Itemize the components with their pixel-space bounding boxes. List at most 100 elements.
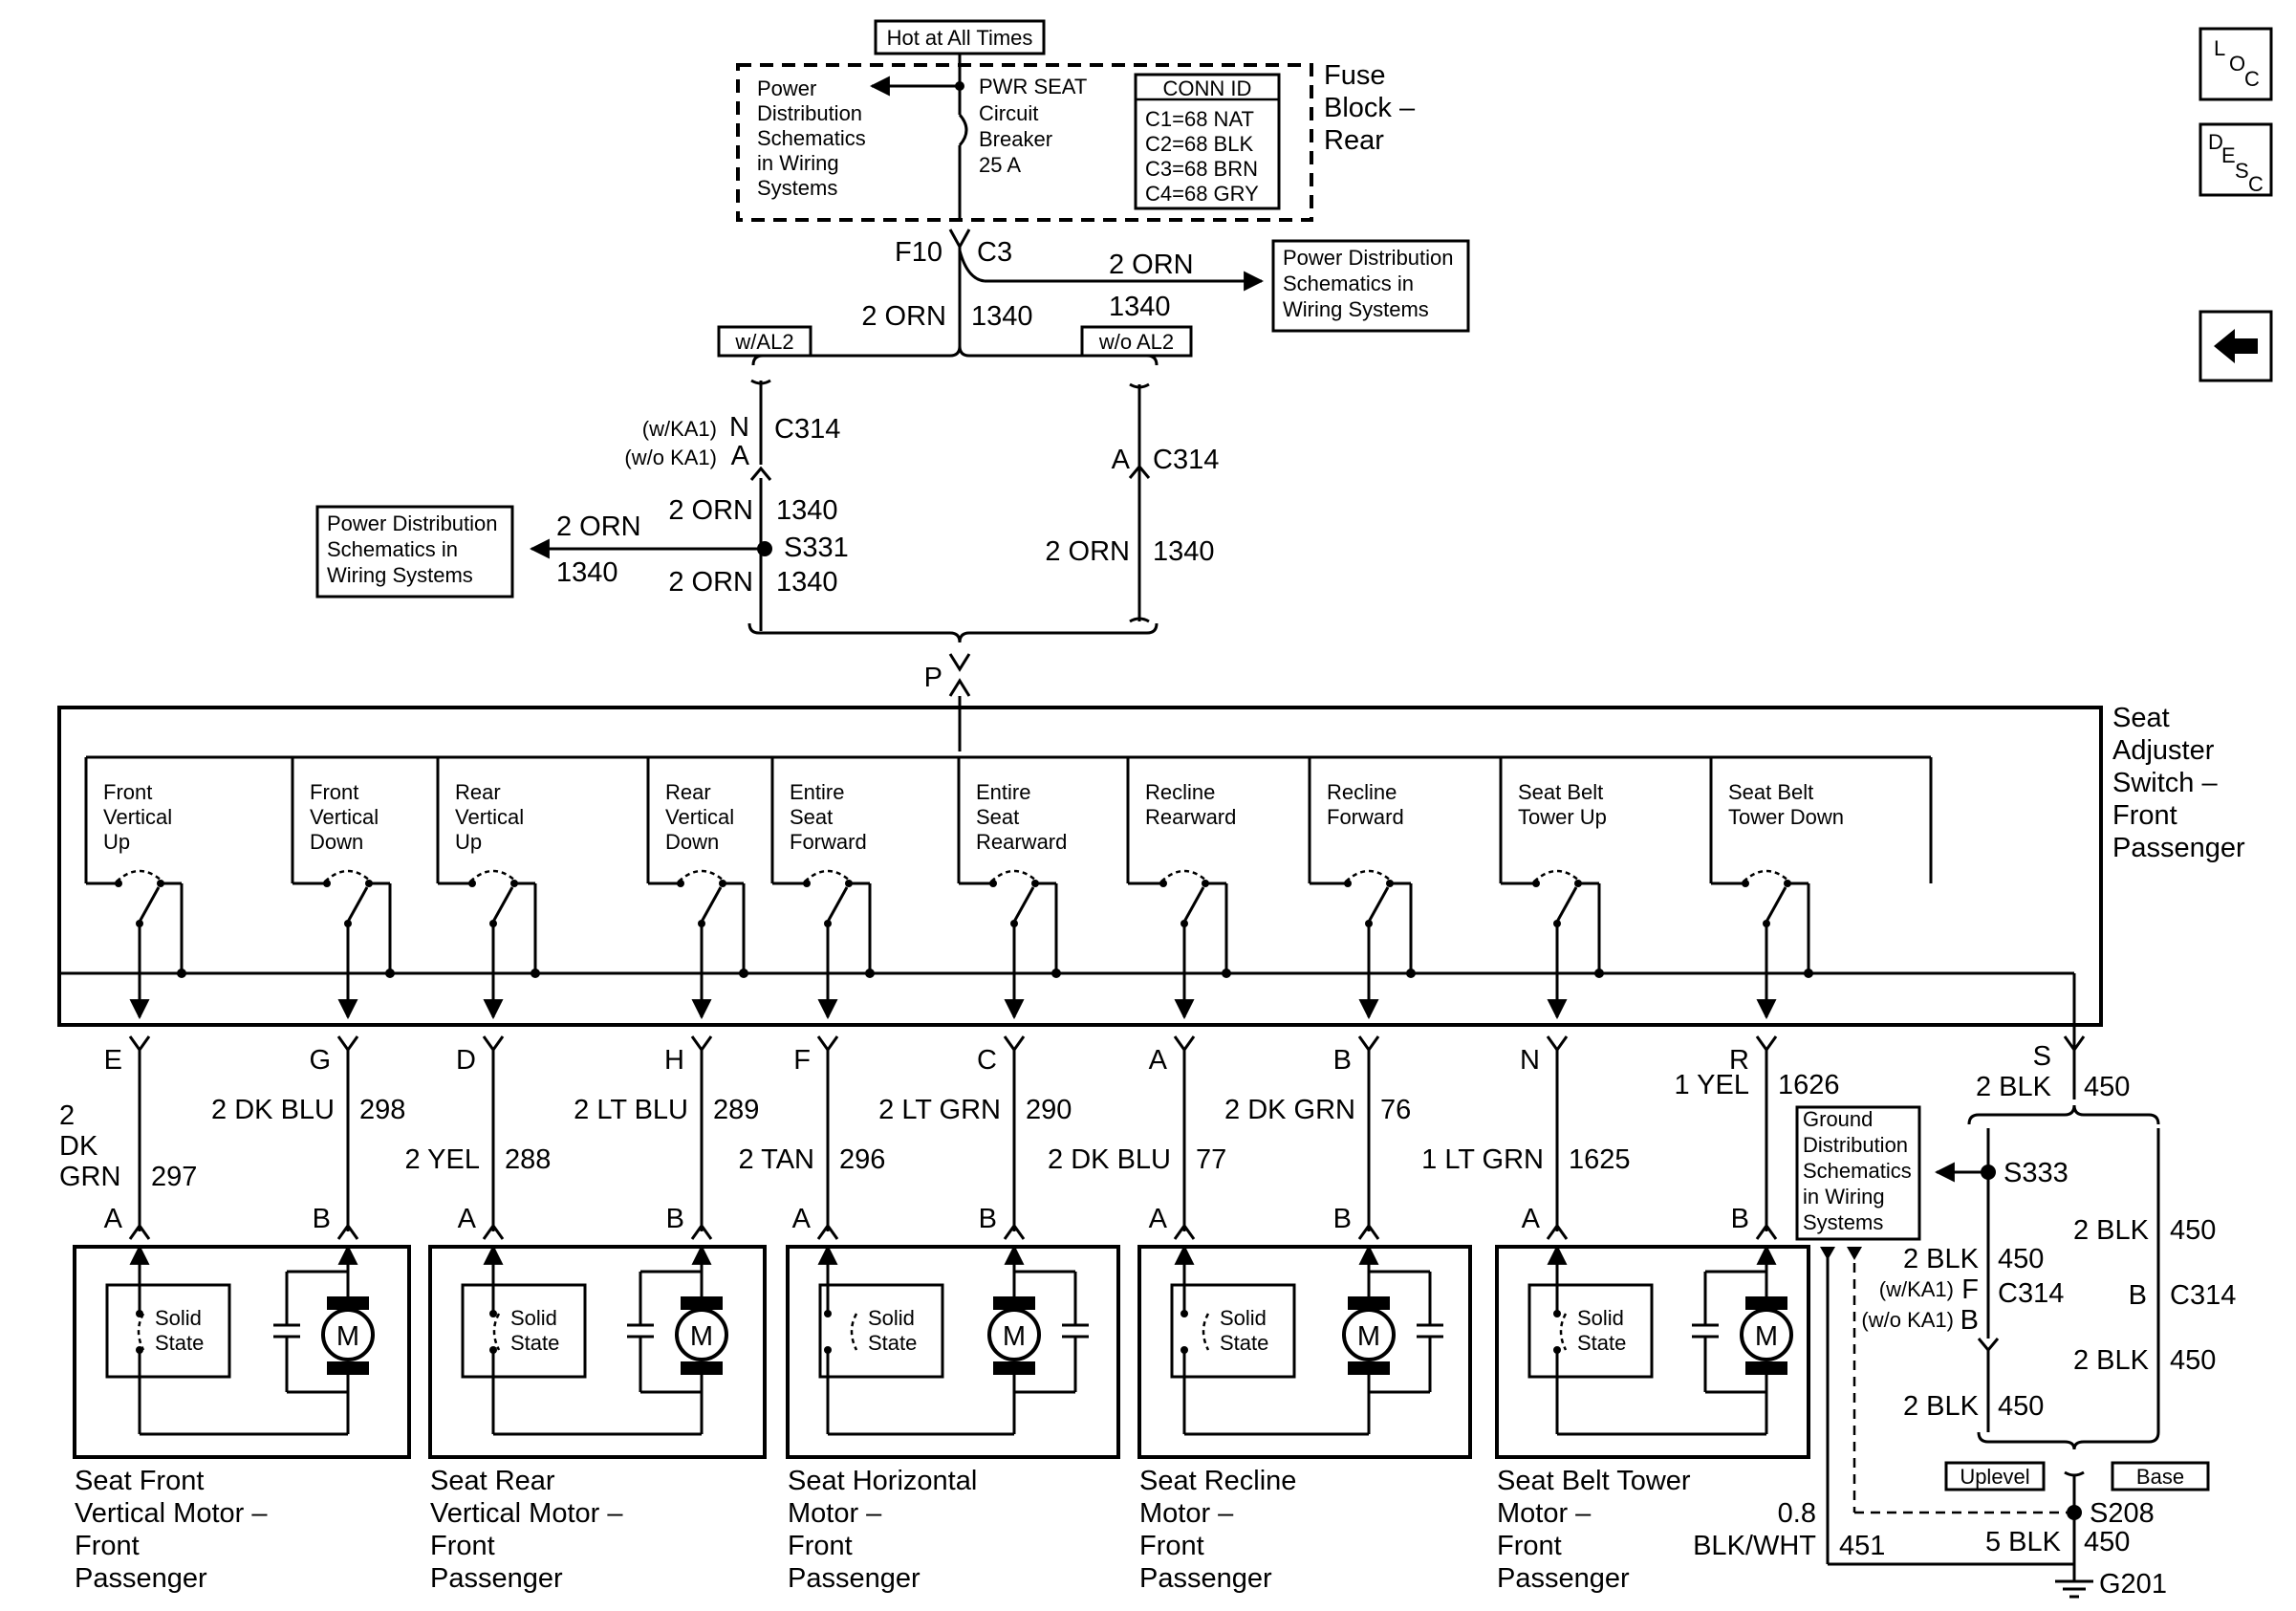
motor-pin: B: [1731, 1204, 1749, 1234]
svg-text:C4=68 GRY: C4=68 GRY: [1145, 182, 1259, 206]
switch-label-line3: Rearward: [976, 830, 1067, 854]
switch-label-line3: Down: [310, 830, 363, 854]
svg-text:Power: Power: [757, 76, 816, 100]
wire-color: 2 DK GRN: [1224, 1095, 1355, 1125]
svg-text:N: N: [729, 412, 749, 443]
svg-text:S: S: [2033, 1041, 2051, 1072]
connector-pin: D: [456, 1045, 476, 1076]
svg-text:Base: Base: [2136, 1465, 2184, 1489]
svg-text:F: F: [1961, 1274, 1979, 1305]
wire-color: 2 YEL: [405, 1144, 480, 1175]
switch-label-line2: Vertical: [665, 805, 734, 829]
svg-text:C2=68 BLK: C2=68 BLK: [1145, 132, 1253, 156]
connector-c314-right: A C314 2 ORN 1340: [1045, 382, 1219, 623]
solid-state-label: State: [1577, 1331, 1626, 1355]
power-distribution-ref-top: Power Distribution Schematics in Wiring …: [757, 76, 866, 200]
svg-text:F10: F10: [895, 237, 942, 268]
svg-text:PWR SEAT: PWR SEAT: [979, 75, 1087, 98]
svg-text:in Wiring: in Wiring: [757, 151, 839, 175]
connector-pin: B: [1333, 1045, 1352, 1076]
svg-text:C3: C3: [977, 237, 1012, 268]
switch-label-line1: Rear: [665, 780, 711, 804]
solid-state-label: Solid: [1220, 1306, 1267, 1330]
circuit-number: 1626: [1778, 1070, 1840, 1100]
pwr-seat-circuit-breaker: PWR SEAT Circuit Breaker 25 A: [869, 54, 1087, 218]
loc-button[interactable]: L O C: [2199, 27, 2273, 101]
switch-label-line2: Seat: [976, 805, 1019, 829]
solid-state-label: Solid: [510, 1306, 557, 1330]
svg-text:1340: 1340: [1109, 292, 1171, 322]
svg-text:BLK/WHT: BLK/WHT: [1693, 1531, 1816, 1561]
svg-text:C314: C314: [1998, 1278, 2064, 1309]
svg-text:C3=68 BRN: C3=68 BRN: [1145, 157, 1258, 181]
svg-text:1340: 1340: [1153, 536, 1215, 567]
svg-text:C314: C314: [1153, 445, 1219, 475]
svg-text:D: D: [2208, 130, 2223, 154]
wire-color: 2 LT GRN: [878, 1095, 1001, 1125]
wire-color: 1 YEL: [1675, 1070, 1749, 1100]
switch-label-line2: Vertical: [103, 805, 172, 829]
svg-text:Circuit: Circuit: [979, 101, 1038, 125]
svg-text:A: A: [1112, 445, 1131, 475]
svg-text:(w/o KA1): (w/o KA1): [624, 446, 717, 469]
switch-label-line2: Rearward: [1145, 805, 1236, 829]
motor-label-line1: Seat Horizontal: [788, 1466, 977, 1496]
solid-state-label: State: [510, 1331, 559, 1355]
switch-label-line2: Vertical: [455, 805, 524, 829]
solid-state-label: State: [1220, 1331, 1268, 1355]
switch-label-line1: Recline: [1145, 780, 1215, 804]
motor-label-line1: Seat Belt Tower: [1497, 1466, 1691, 1496]
motor-label-line3: Front: [75, 1531, 140, 1561]
back-button[interactable]: [2199, 310, 2273, 382]
switch-label-line1: Seat Belt: [1728, 780, 1813, 804]
motor-pin: A: [104, 1204, 123, 1234]
motor-label-line3: Front: [788, 1531, 853, 1561]
svg-text:2 BLK: 2 BLK: [1976, 1072, 2052, 1102]
wire-color: 2 DK BLU: [1048, 1144, 1171, 1175]
svg-text:CONN ID: CONN ID: [1163, 76, 1252, 100]
svg-text:w/o AL2: w/o AL2: [1098, 330, 1174, 354]
switch-label-line3: Up: [455, 830, 482, 854]
desc-button[interactable]: D E S C: [2199, 122, 2273, 197]
svg-text:O: O: [2229, 52, 2245, 76]
svg-text:450: 450: [1998, 1391, 2044, 1422]
svg-text:1340: 1340: [556, 557, 618, 588]
motor-symbol: M: [336, 1321, 359, 1352]
connector-pin: G: [309, 1045, 331, 1076]
svg-text:Block –: Block –: [1324, 93, 1416, 123]
svg-text:C314: C314: [774, 414, 840, 445]
svg-text:L: L: [2214, 36, 2225, 60]
motor-pin: B: [1333, 1204, 1352, 1234]
wire-color: 2 LT BLU: [574, 1095, 688, 1125]
seat-adjuster-switch-front-passenger: Seat Adjuster Switch – Front Passenger F…: [57, 703, 2245, 1027]
wire-color: 2: [59, 1100, 75, 1131]
circuit-number: 296: [839, 1144, 885, 1175]
circuit-number: 297: [151, 1162, 197, 1192]
svg-text:Power Distribution: Power Distribution: [1283, 246, 1454, 270]
svg-text:S331: S331: [784, 533, 849, 563]
svg-text:450: 450: [2170, 1215, 2216, 1246]
svg-text:Distribution: Distribution: [1803, 1133, 1908, 1157]
svg-text:(w/o KA1): (w/o KA1): [1861, 1308, 1954, 1332]
svg-text:2 ORN: 2 ORN: [1045, 536, 1130, 567]
motor-label-line4: Passenger: [75, 1563, 207, 1594]
motor-label-line3: Front: [1497, 1531, 1562, 1561]
motor-label-line1: Seat Front: [75, 1466, 204, 1496]
connector-pin: C: [977, 1045, 997, 1076]
wire-color: GRN: [59, 1162, 120, 1192]
svg-text:Fuse: Fuse: [1324, 60, 1385, 91]
motor-label-line2: Motor –: [1139, 1498, 1234, 1529]
svg-text:Power Distribution: Power Distribution: [327, 512, 498, 535]
